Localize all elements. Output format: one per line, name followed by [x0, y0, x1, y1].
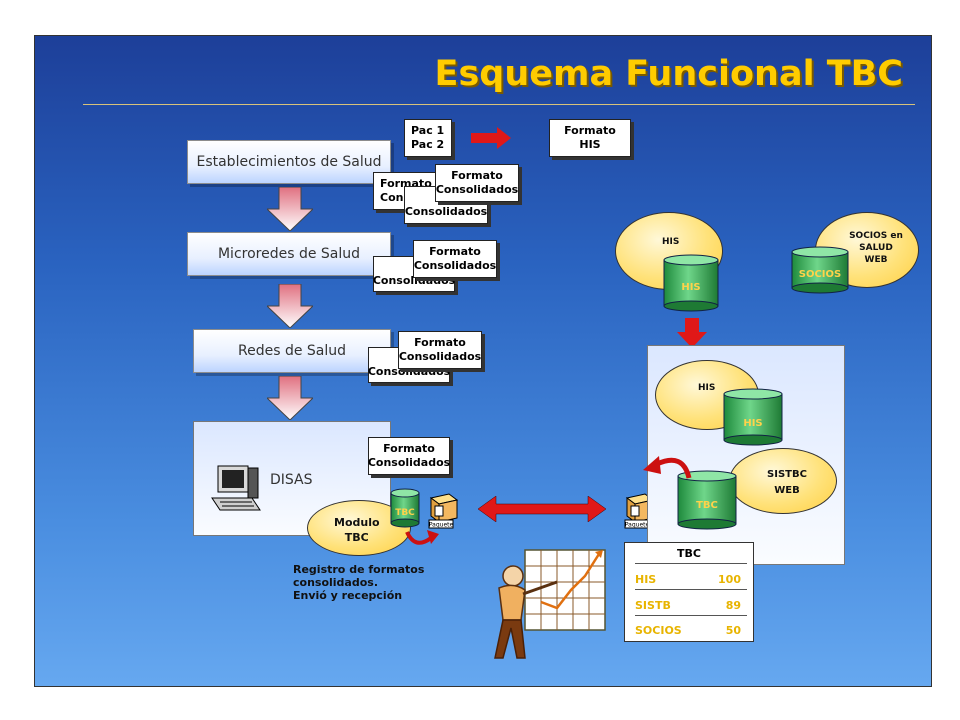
formato-stack-1-front-line2: Consolidados — [435, 183, 519, 196]
sistbc-ellipse: SISTBC WEB — [729, 448, 837, 514]
computer-icon — [211, 465, 261, 511]
tbc-summary-header: TBC — [677, 547, 701, 560]
formato-stack-1-back-line2: Cons — [380, 191, 411, 204]
formato-his-document: Formato HIS — [549, 119, 631, 157]
pac-line-2: Pac 2 — [411, 138, 445, 151]
his-panel-cylinder-label: HIS — [743, 418, 762, 429]
slide-title: Esquema Funcional TBC — [434, 54, 903, 94]
socios-ellipse-line2: SALUD — [859, 243, 893, 253]
modulo-line2: TBC — [344, 531, 369, 544]
note-line1: Registro de formatos — [293, 563, 425, 576]
table-row-value: 100 — [718, 573, 741, 586]
formato-stack-3-front: Formato Consolidados — [398, 331, 482, 369]
table-row-label: HIS — [635, 573, 657, 586]
title-divider — [83, 104, 915, 105]
disas-panel: DISAS — [193, 421, 391, 536]
level-redes: Redes de Salud — [193, 329, 391, 373]
down-arrow-1 — [267, 187, 313, 231]
formato-stack-1-front-line1: Formato — [451, 169, 503, 182]
table-row-label: SOCIOS — [635, 624, 682, 637]
table-row: SOCIOS 50 — [635, 624, 741, 637]
formato-disas-line2: Consolidados — [367, 456, 451, 469]
table-rule-2 — [635, 589, 747, 590]
down-arrow-2 — [267, 284, 313, 328]
table-row-value: 50 — [725, 624, 741, 637]
pac-line-1: Pac 1 — [411, 124, 445, 137]
socios-ellipse-line3: WEB — [864, 255, 888, 265]
his-panel-cylinder: HIS — [723, 388, 783, 446]
table-row: HIS 100 — [635, 573, 741, 586]
slide: Esquema Funcional TBC Establecimientos d… — [34, 35, 932, 687]
registro-note: Registro de formatos consolidados. Envió… — [293, 563, 424, 602]
package-icon-left: Paquete — [428, 493, 459, 529]
his-top-ellipse-label: HIS — [662, 237, 680, 247]
tbc-small-cylinder: TBC — [390, 488, 420, 528]
formato-stack-2-front-line1: Formato — [429, 245, 481, 258]
presenter-chart-illustration — [494, 549, 606, 659]
package-label-left: Paquete — [429, 522, 454, 529]
sistbc-line2: WEB — [774, 485, 800, 496]
curved-arrow-panel — [643, 456, 692, 479]
his-panel-ellipse-label: HIS — [698, 383, 716, 393]
right-arrow-small — [471, 127, 511, 149]
modulo-line1: Modulo — [334, 516, 380, 529]
tbc-small-label: TBC — [395, 508, 415, 518]
sistbc-line1: SISTBC — [767, 469, 807, 480]
package-label-right: Paquete — [625, 522, 650, 529]
table-row-value: 89 — [725, 599, 741, 612]
formato-stack-3-front-line1: Formato — [414, 336, 466, 349]
table-rule-1 — [635, 563, 747, 564]
note-line2: consolidados. — [293, 576, 379, 589]
disas-label: DISAS — [270, 472, 313, 488]
tbc-panel-cylinder: TBC — [677, 470, 737, 530]
his-top-cylinder-label: HIS — [681, 282, 700, 293]
note-line3: Envió y recepción — [293, 589, 403, 602]
table-row-label: SISTB — [635, 599, 671, 612]
formato-stack-2-front-line2: Consolidados — [413, 259, 497, 272]
formato-stack-2-front: Formato Consolidados — [413, 240, 497, 278]
formato-disas-document: Formato Consolidados — [368, 437, 450, 475]
tbc-panel-cylinder-label: TBC — [696, 500, 718, 511]
socios-ellipse-line1: SOCIOS en — [849, 231, 903, 241]
down-arrow-red — [677, 318, 707, 348]
table-rule-3 — [635, 615, 747, 616]
formato-stack-1-mid-line2: Consolidados — [404, 205, 488, 218]
formato-disas-line1: Formato — [383, 442, 435, 455]
table-row: SISTB 89 — [635, 599, 741, 612]
socios-cylinder-label: SOCIOS — [799, 269, 841, 280]
curved-arrow-modulo — [405, 530, 439, 545]
formato-stack-3-front-line2: Consolidados — [398, 350, 482, 363]
socios-cylinder: SOCIOS — [791, 246, 849, 294]
formato-his-line-2: HIS — [579, 138, 601, 151]
down-arrow-3 — [267, 376, 313, 420]
pac-document: Pac 1 Pac 2 — [404, 119, 452, 157]
his-top-cylinder: HIS — [663, 254, 719, 312]
level-establecimientos: Establecimientos de Salud — [187, 140, 391, 184]
double-arrow — [478, 496, 606, 522]
tbc-summary-table: TBC HIS 100 SISTB 89 SOCIOS 50 — [624, 542, 754, 642]
formato-stack-1-front: Formato Consolidados — [435, 164, 519, 202]
level-microredes: Microredes de Salud — [187, 232, 391, 276]
formato-his-line-1: Formato — [564, 124, 616, 137]
